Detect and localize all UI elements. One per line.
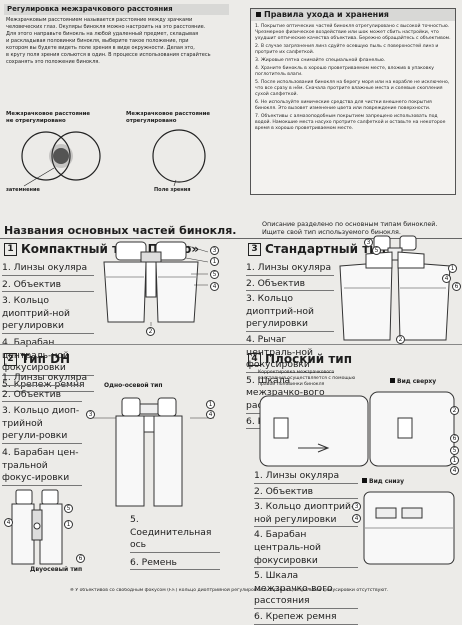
standard-title: 3 Стандартный тип — [248, 242, 386, 256]
callout-3: 3 — [210, 246, 219, 255]
callout-5: 5 — [210, 270, 219, 279]
callout-5: 5 — [372, 246, 381, 255]
flat-label-bottom: Вид снизу — [362, 478, 404, 486]
ipd-section: Регулировка межзрачкового расстояния Меж… — [4, 4, 229, 200]
care-section: Правила ухода и хранения 1. Покрытие опт… — [250, 8, 456, 195]
care-item: 4. Храните бинокль в хорошо проветриваем… — [255, 66, 434, 77]
list-item: 4. Барабан централь-ной фокусировки — [2, 337, 94, 376]
dh-label-single: Одно-осевой тип — [104, 382, 163, 389]
list-item: 4. Барабан цен-тральной фокус-ировки — [2, 447, 82, 486]
dh-single-axis-drawing — [92, 397, 214, 507]
main-note: Описание разделено по основным типам бин… — [262, 220, 438, 236]
dh-list: 1. Линзы окуляра 2. Объектив 3. Кольцо д… — [2, 372, 87, 486]
list-item: 2. Объектив — [254, 486, 358, 500]
ipd-label-dark: затемнение — [6, 187, 40, 193]
flat-top-view-drawing — [259, 391, 455, 467]
flat-note: Корректировка межзрачкового расстояния о… — [258, 370, 356, 387]
dh-list-2: 5. Соединительная ось 6. Ремень — [130, 514, 220, 571]
bullet-icon — [362, 478, 367, 483]
callout-5: 5 — [64, 504, 73, 513]
list-item: 5. Соединительная ось — [130, 514, 220, 553]
ipd-diagram — [21, 129, 206, 187]
porro-number: 1 — [4, 242, 17, 256]
callout-4: 4 — [206, 410, 215, 419]
list-item: 1. Линзы окуляра — [246, 262, 334, 276]
callout-2: 2 — [396, 335, 405, 344]
callout-4: 4 — [352, 514, 361, 523]
list-item: 2. Объектив — [2, 389, 82, 403]
ipd-title: Регулировка межзрачкового расстояния — [4, 4, 229, 15]
care-item: 2. В случае загрязнения линз сдуйте осев… — [255, 44, 439, 55]
flat-bottom-view-drawing — [363, 491, 455, 565]
list-item: 5. Крепеж ремня — [2, 379, 94, 393]
ipd-label-field: Поле зрения — [154, 187, 191, 193]
divider — [0, 344, 462, 345]
callout-6: 6 — [450, 434, 459, 443]
list-item: 1. Линзы окуляра — [254, 470, 358, 484]
list-item: 4. Барабан централь-ной фокусировки — [254, 529, 358, 569]
standard-binocular-drawing — [339, 235, 451, 341]
dh-label-dual: Двуосевый тип — [30, 566, 83, 573]
callout-6: 6 — [76, 554, 85, 563]
callout-6: 6 — [452, 282, 461, 291]
callout-4: 4 — [210, 282, 219, 291]
flat-number: 4 — [248, 352, 261, 366]
flat-label-top: Вид сверху — [390, 378, 436, 386]
ipd-label-right: Межзрачковое расстояние отрегулировано — [126, 111, 211, 124]
callout-1: 1 — [64, 520, 73, 529]
care-item: 3. Жировые пятна снимайте специальной фл… — [255, 58, 386, 63]
care-list: 1. Покрытие оптических частей бинокля от… — [255, 24, 451, 132]
list-item: 1. Линзы окуляра — [2, 262, 94, 276]
callout-4: 4 — [442, 274, 451, 283]
callout-5: 5 — [450, 446, 459, 455]
divider — [0, 238, 462, 239]
dh-dual-axis-drawing — [11, 489, 63, 565]
flat-list: 1. Линзы окуляра 2. Объектив 3. Кольцо д… — [254, 470, 358, 625]
list-item: 3. Кольцо диоптрий-ной регулировки — [254, 501, 358, 528]
porro-list: 1. Линзы окуляра 2. Объектив 3. Кольцо д… — [2, 262, 94, 393]
callout-3: 3 — [352, 502, 361, 511]
list-item: 3. Кольцо диоп-трийной регули-ровки — [2, 405, 82, 444]
ipd-body: Межзрачковым расстоянием называется расс… — [6, 17, 211, 65]
care-item: 7. Объективы с алмазоподобным покрытием … — [255, 114, 446, 131]
list-item: 4. Рычаг централь-ной фокусировки — [246, 334, 334, 373]
standard-number: 3 — [248, 242, 261, 256]
list-item: 1. Линзы окуляра — [2, 372, 87, 386]
dh-title: 2 Тип DH — [4, 352, 70, 366]
list-item: 2. Объектив — [246, 278, 334, 292]
callout-1: 1 — [448, 264, 457, 273]
ipd-label-wrong: Межзрачковое расстояние не отрегулирован… — [6, 111, 91, 124]
main-title: Названия основных частей бинокля. — [4, 224, 237, 237]
bullet-icon — [390, 378, 395, 383]
callout-1: 1 — [450, 456, 459, 465]
dh-number: 2 — [4, 352, 17, 366]
callout-2: 2 — [146, 327, 155, 336]
square-bullet-icon — [256, 12, 261, 17]
porro-binocular-drawing — [103, 241, 209, 326]
callout-2: 2 — [450, 406, 459, 415]
list-item: 6. Крепеж ремня — [254, 611, 358, 625]
callout-1: 1 — [210, 257, 219, 266]
list-item: 6. Ремень — [130, 557, 220, 571]
care-item: 1. Покрытие оптических частей бинокля от… — [255, 24, 451, 41]
list-item: 2. Объектив — [2, 279, 94, 293]
callout-3: 3 — [86, 410, 95, 419]
list-item: 3. Кольцо диоптрий-ной регулировки — [2, 295, 94, 334]
care-title: Правила ухода и хранения — [251, 9, 455, 21]
list-item: 3. Кольцо диоптрий-ной регулировки — [246, 293, 334, 332]
flat-title: 4 Плоский тип — [248, 352, 352, 366]
callout-3: 3 — [364, 238, 373, 247]
callout-4: 4 — [450, 466, 459, 475]
care-item: 6. Не используйте химические средства дл… — [255, 100, 432, 111]
footnote: ※ У объективов со свободным фокусом (F.F… — [70, 588, 389, 593]
callout-4: 4 — [4, 518, 13, 527]
callout-1: 1 — [206, 400, 215, 409]
care-item: 5. После использования бинокля на берегу… — [255, 80, 450, 97]
